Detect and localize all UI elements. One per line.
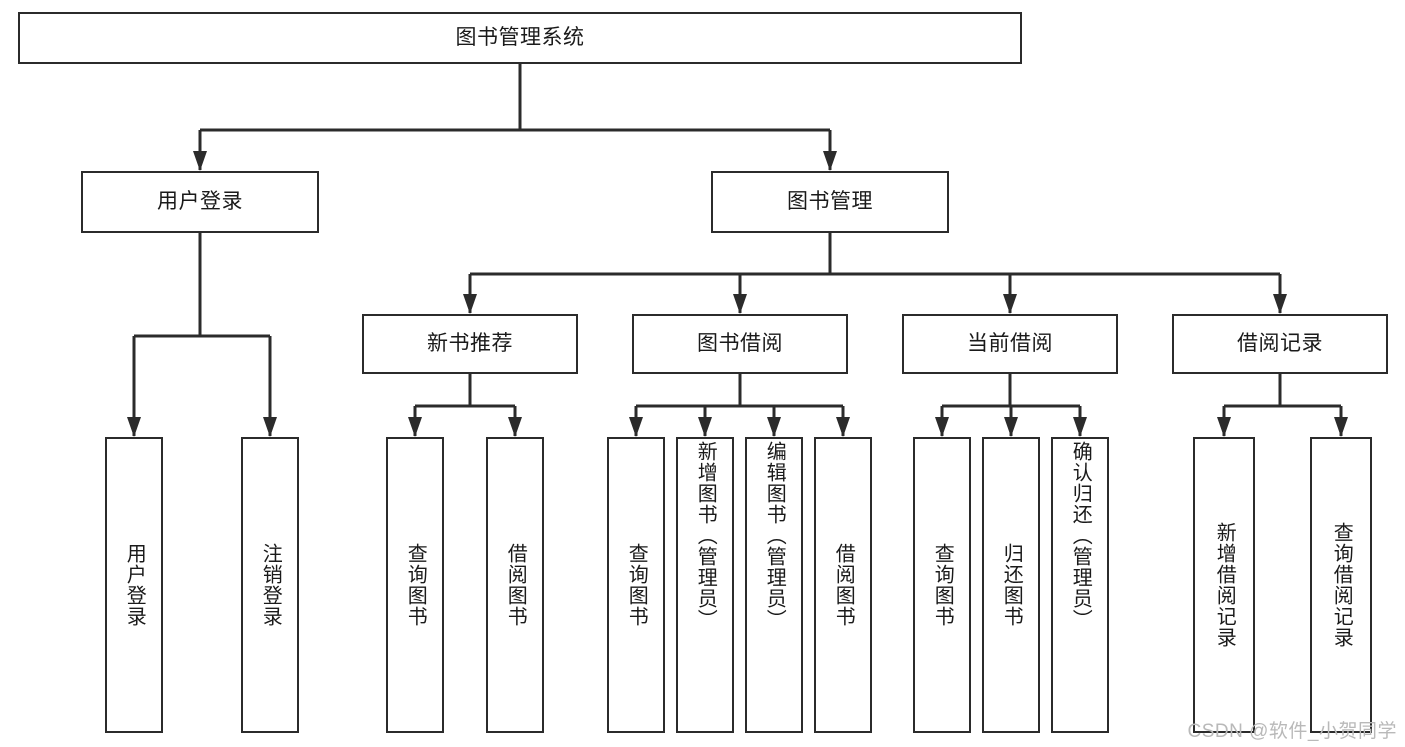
arrowhead — [263, 417, 277, 437]
watermark: CSDN @软件_小贺同学 — [1187, 721, 1397, 742]
arrowhead — [935, 417, 949, 437]
node-leaf_user_logout[interactable]: 注销登录 — [241, 437, 299, 733]
node-leaf_borrow_book_2[interactable]: 借阅图书 — [814, 437, 872, 733]
node-label: 查询图书 — [931, 543, 954, 627]
node-label: 确认归还（管理员） — [1069, 441, 1092, 630]
arrowhead — [1003, 294, 1017, 314]
node-label: 新增借阅记录 — [1213, 522, 1236, 648]
arrowhead — [1334, 417, 1348, 437]
node-label: 编辑图书（管理员） — [763, 441, 786, 630]
node-label: 图书管理系统 — [455, 26, 585, 50]
node-label: 当前借阅 — [967, 332, 1053, 356]
node-new_book_rec[interactable]: 新书推荐 — [362, 314, 578, 374]
arrowhead — [767, 417, 781, 437]
arrowhead — [463, 294, 477, 314]
arrowhead — [508, 417, 522, 437]
arrowhead — [836, 417, 850, 437]
arrowhead — [1273, 294, 1287, 314]
node-leaf_edit_book[interactable]: 编辑图书（管理员） — [745, 437, 803, 733]
node-label: 新增图书（管理员） — [694, 441, 717, 630]
node-label: 借阅图书 — [504, 543, 527, 627]
node-leaf_borrow_book_1[interactable]: 借阅图书 — [486, 437, 544, 733]
node-leaf_query_book_1[interactable]: 查询图书 — [386, 437, 444, 733]
arrowhead — [629, 417, 643, 437]
node-label: 借阅图书 — [832, 543, 855, 627]
node-leaf_add_book[interactable]: 新增图书（管理员） — [676, 437, 734, 733]
node-label: 查询图书 — [625, 543, 648, 627]
node-book_borrow[interactable]: 图书借阅 — [632, 314, 848, 374]
node-label: 注销登录 — [259, 543, 282, 627]
node-leaf_query_book_3[interactable]: 查询图书 — [913, 437, 971, 733]
node-user_login[interactable]: 用户登录 — [81, 171, 319, 233]
node-label: 借阅记录 — [1237, 332, 1323, 356]
node-label: 图书管理 — [787, 190, 873, 214]
node-leaf_user_login[interactable]: 用户登录 — [105, 437, 163, 733]
node-label: 用户登录 — [157, 190, 243, 214]
node-leaf_confirm_return[interactable]: 确认归还（管理员） — [1051, 437, 1109, 733]
node-label: 图书借阅 — [697, 332, 783, 356]
node-root[interactable]: 图书管理系统 — [18, 12, 1022, 64]
node-leaf_query_record[interactable]: 查询借阅记录 — [1310, 437, 1372, 733]
node-leaf_add_record[interactable]: 新增借阅记录 — [1193, 437, 1255, 733]
arrowhead — [127, 417, 141, 437]
arrowhead — [733, 294, 747, 314]
arrowhead — [1217, 417, 1231, 437]
node-label: 查询图书 — [404, 543, 427, 627]
node-current_borrow[interactable]: 当前借阅 — [902, 314, 1118, 374]
node-label: 归还图书 — [1000, 543, 1023, 627]
arrowhead — [408, 417, 422, 437]
arrowhead — [193, 151, 207, 171]
node-borrow_record[interactable]: 借阅记录 — [1172, 314, 1388, 374]
node-label: 查询借阅记录 — [1330, 522, 1353, 648]
node-leaf_return_book[interactable]: 归还图书 — [982, 437, 1040, 733]
arrowhead — [698, 417, 712, 437]
arrowhead — [1004, 417, 1018, 437]
node-book_mgmt[interactable]: 图书管理 — [711, 171, 949, 233]
arrowhead — [1073, 417, 1087, 437]
node-label: 用户登录 — [123, 543, 146, 627]
arrowhead — [823, 151, 837, 171]
node-leaf_query_book_2[interactable]: 查询图书 — [607, 437, 665, 733]
node-label: 新书推荐 — [427, 332, 513, 356]
